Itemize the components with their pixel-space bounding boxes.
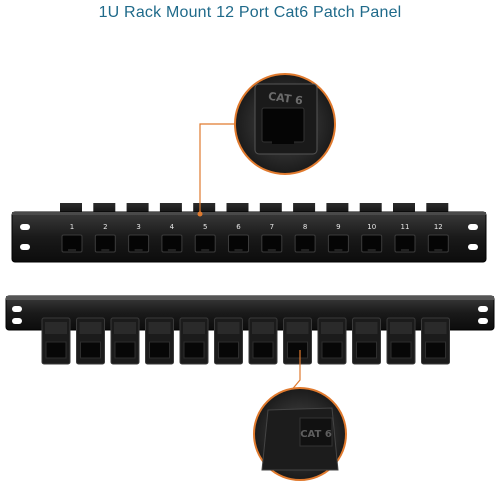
cable-tab: [426, 203, 449, 214]
rack-mount-slot: [12, 306, 22, 312]
page-title: 1U Rack Mount 12 Port Cat6 Patch Panel: [98, 4, 402, 21]
cable-tab: [393, 203, 415, 214]
port-latch-notch: [334, 249, 343, 252]
cable-tab: [159, 203, 182, 214]
cable-tab: [60, 203, 82, 214]
keystone-jack-top: [114, 322, 136, 334]
cable-tab: [293, 203, 316, 214]
cable-tab: [193, 203, 216, 214]
keystone-jack-opening: [183, 341, 205, 359]
rack-mount-slot: [12, 318, 22, 324]
port-latch-notch: [101, 249, 110, 252]
port-latch-notch: [267, 249, 276, 252]
port-number-label: 1: [70, 223, 74, 231]
keystone-jack-top: [79, 322, 102, 334]
port-number-label: 12: [434, 223, 443, 231]
cable-tab: [93, 203, 116, 214]
keystone-jack-opening: [80, 341, 101, 359]
keystone-label: CAT 6: [267, 90, 304, 108]
keystone-jack-top: [286, 322, 309, 334]
callout-dot: [197, 211, 203, 217]
port-latch-notch: [68, 249, 76, 252]
port-number-label: 8: [303, 223, 307, 231]
port-number-label: 4: [170, 223, 175, 231]
keystone-jack-opening: [114, 341, 136, 359]
keystone-closeup-image: CAT 6: [234, 73, 336, 175]
keystone-jack-top: [183, 322, 205, 334]
cable-tab: [326, 203, 349, 214]
keystone-jack-top: [355, 322, 378, 334]
callout-line: [199, 123, 238, 214]
keystone-jack-top: [390, 322, 412, 334]
cable-tab: [359, 203, 382, 214]
port-number-label: 11: [401, 223, 410, 231]
keystone-jack-top: [217, 322, 240, 334]
port-latch-notch: [401, 249, 409, 252]
port-number-label: 5: [203, 223, 207, 231]
keystone-label: CAT 6: [300, 429, 332, 440]
keystone-closeup-image: CAT 6: [253, 387, 347, 481]
rack-mount-slot: [20, 244, 30, 250]
keystone-jack-opening: [45, 341, 67, 359]
port-latch-notch: [134, 249, 143, 252]
keystone-jack-opening: [287, 341, 308, 359]
rack-mount-slot: [478, 318, 488, 324]
keystone-jack-opening: [390, 341, 412, 359]
rack-mount-slot: [468, 224, 478, 230]
port-latch-notch: [367, 249, 376, 252]
keystone-jack-top: [252, 322, 274, 334]
keystone-jack-top: [424, 322, 447, 334]
port-latch-notch: [434, 249, 443, 252]
rack-mount-slot: [478, 306, 488, 312]
port-latch-notch: [167, 249, 176, 252]
rack-mount-slot: [468, 244, 478, 250]
port-number-label: 2: [103, 223, 107, 231]
cable-tab: [226, 203, 249, 214]
cable-tab: [259, 203, 282, 214]
port-latch-notch: [201, 249, 210, 252]
keystone-jack-opening: [218, 341, 239, 359]
keystone-jack-opening: [425, 341, 446, 359]
port-number-label: 9: [336, 223, 340, 231]
port-number-label: 7: [270, 223, 274, 231]
port-latch-notch: [234, 249, 243, 252]
port-number-label: 6: [236, 223, 241, 231]
rack-mount-slot: [20, 224, 30, 230]
keystone-jack-opening: [356, 341, 377, 359]
port-latch-notch: [301, 249, 310, 252]
keystone-jack-opening: [321, 341, 343, 359]
keystone-jack-opening: [149, 341, 170, 359]
keystone-jack-top: [148, 322, 171, 334]
keystone-jack-top: [321, 322, 343, 334]
port-number-label: 10: [367, 223, 376, 231]
cable-tab: [126, 203, 149, 214]
port-number-label: 3: [136, 223, 140, 231]
keystone-jack-top: [45, 322, 67, 334]
keystone-jack-opening: [252, 341, 274, 359]
rear-patch-panel-image: [5, 295, 495, 365]
